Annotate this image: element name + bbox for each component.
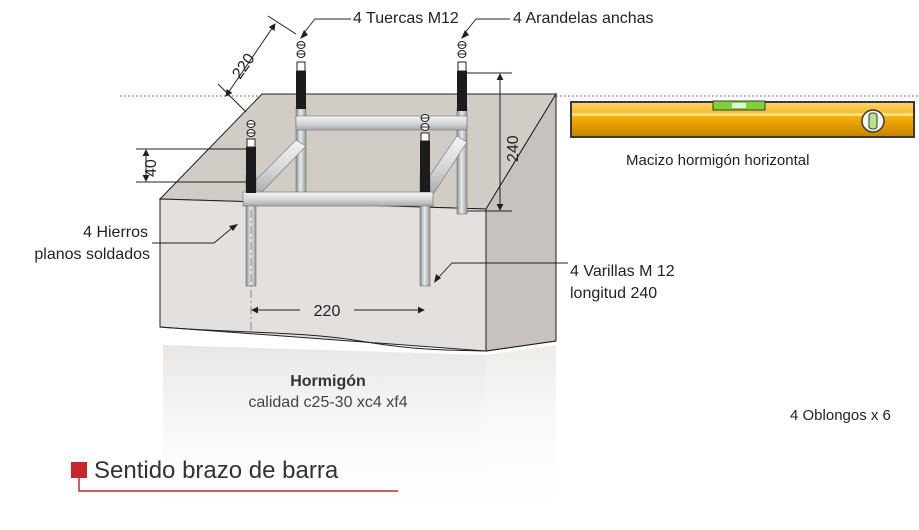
nut-washer-back-left [296, 41, 306, 72]
label-washers: 4 Arandelas anchas [513, 10, 654, 27]
dimension-diagonal [217, 15, 297, 113]
dimension-protrusion [136, 148, 246, 183]
leader-arrow-washers [461, 30, 469, 39]
label-rods-line2: longitud 240 [570, 285, 658, 302]
concrete-break-line [159, 326, 557, 352]
leader-arrow-nuts [300, 30, 308, 39]
dimension-protrusion-value: 40 [143, 159, 160, 177]
spirit-level-icon [570, 100, 915, 138]
dimension-width-value: 220 [314, 303, 341, 320]
nut-washer-back-right [457, 41, 467, 72]
sleeve-back-left [296, 71, 306, 109]
label-flat-bars-line2: planos soldados [34, 246, 150, 263]
flat-bar-front [242, 191, 434, 207]
label-rods-line1: 4 Varillas M 12 [570, 263, 675, 280]
flat-bar-back [295, 115, 468, 131]
sleeve-front-right [420, 141, 430, 192]
nut-washer-front-left [246, 120, 256, 148]
concrete-block-reflection [163, 345, 556, 525]
nut-washer-front-right [420, 114, 430, 142]
sleeve-front-left [246, 147, 256, 193]
label-nuts: 4 Tuercas M12 [353, 10, 459, 27]
arm-direction-marker [71, 462, 398, 492]
label-concrete-quality: calidad c25-30 xc4 xf4 [248, 394, 408, 411]
label-oblongs: 4 Oblongos x 6 [790, 407, 891, 424]
sleeve-back-right [457, 71, 467, 111]
label-level-caption: Macizo hormigón horizontal [626, 152, 810, 169]
dimension-height-value: 240 [505, 135, 522, 162]
red-square-marker [71, 462, 87, 478]
label-arm-direction: Sentido brazo de barra [94, 457, 339, 484]
label-flat-bars-line1: 4 Hierros [83, 224, 148, 241]
leader-lines [152, 18, 568, 279]
leader-arrow-rods [434, 274, 441, 283]
concrete-block [158, 92, 557, 352]
label-concrete-title: Hormigón [290, 373, 366, 390]
dimension-height [467, 72, 512, 212]
leader-arrow-flat-bars [229, 224, 238, 231]
